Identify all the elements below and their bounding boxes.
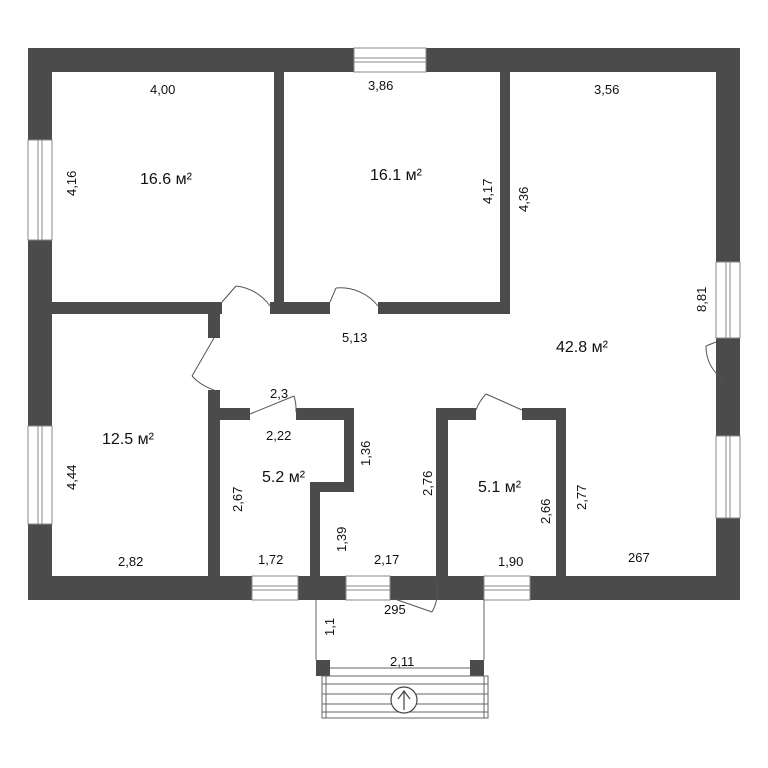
window-bottom-mid: [345, 575, 391, 601]
window-bottom-left: [251, 575, 299, 601]
dim-bath-a-step: 1,36: [358, 441, 373, 466]
dim-hall-top-width: 3,56: [594, 82, 619, 97]
windows: [27, 47, 741, 601]
dim-bath-b-width: 1,90: [498, 554, 523, 569]
wall-horizontal-mid-b: [378, 302, 510, 314]
door-right-exterior: [705, 341, 725, 381]
window-top: [353, 47, 427, 73]
bath-b-wall-left: [436, 408, 448, 580]
dim-corridor-bottom: 295: [384, 602, 406, 617]
dim-top-middle-height: 4,17: [480, 179, 495, 204]
dim-bottom-left-height: 4,44: [64, 465, 79, 490]
dim-hall-bottom: 267: [628, 550, 650, 565]
dim-corridor-width: 2,17: [374, 552, 399, 567]
wall-top-divider-1: [274, 72, 284, 308]
dim-porch-depth: 1,1: [322, 618, 337, 636]
room-areas: 16.6 м² 16.1 м² 42.8 м² 12.5 м² 5.2 м² 5…: [102, 167, 609, 496]
window-left-upper: [27, 139, 53, 241]
bath-a-wall-top-left: [208, 408, 250, 420]
dim-bath-a-width: 2,22: [266, 428, 291, 443]
window-left-lower: [27, 425, 53, 525]
dim-hall-wall-height: 4,36: [516, 187, 531, 212]
dim-hall-right-side: 8,81: [694, 287, 709, 312]
area-room-top-middle: 16.1 м²: [370, 167, 423, 184]
dim-bath-a-bottom: 1,72: [258, 552, 283, 567]
door-entrance: [391, 579, 438, 613]
dim-bath-a-step-b: 1,39: [334, 527, 349, 552]
porch-post-left: [316, 660, 330, 676]
bath-a-wall-left: [208, 390, 220, 580]
door-bathroom-b: [475, 393, 523, 411]
bath-b-wall-top-right: [522, 408, 566, 420]
dim-top-middle-width: 3,86: [368, 78, 393, 93]
dim-hall-inner-height: 2,77: [574, 485, 589, 510]
window-right-upper: [715, 261, 741, 339]
bath-b-wall-right: [556, 408, 566, 580]
wall-horizontal-mid-a: [270, 302, 330, 314]
wall-top-divider-2: [500, 72, 510, 308]
area-bathroom-b: 5.1 м²: [478, 479, 522, 496]
dimensions: 4,00 3,86 3,56 4,16 4,17 4,36 8,81 5,13 …: [64, 78, 709, 669]
dim-bath-b-height: 2,66: [538, 499, 553, 524]
dim-corridor-height: 2,76: [420, 471, 435, 496]
door-bottom-left-room: [191, 337, 215, 391]
door-top-middle-room: [329, 287, 379, 307]
entrance-arrow-icon: [390, 686, 418, 714]
area-living-hall: 42.8 м²: [556, 339, 609, 356]
dim-top-left-width: 4,00: [150, 82, 175, 97]
dim-bottom-left-width: 2,82: [118, 554, 143, 569]
window-right-lower: [715, 435, 741, 519]
bath-a-wall-right-upper: [344, 408, 354, 492]
dim-hall-width: 5,13: [342, 330, 367, 345]
dim-bath-a-door: 2,3: [270, 386, 288, 401]
porch-post-right: [470, 660, 484, 676]
bath-a-wall-step: [310, 482, 354, 492]
bath-a-wall-top-right: [296, 408, 354, 420]
window-bottom-right: [483, 575, 531, 601]
outer-walls: [28, 48, 740, 600]
door-bathroom-a: [249, 395, 297, 415]
area-room-top-left: 16.6 м²: [140, 171, 193, 188]
wall-horizontal-left: [52, 302, 222, 314]
door-top-left-room: [221, 285, 271, 307]
area-bathroom-a: 5.2 м²: [262, 469, 306, 486]
dim-top-left-height: 4,16: [64, 171, 79, 196]
bath-b-wall-top-left: [436, 408, 476, 420]
right-wall-pier: [716, 380, 740, 436]
doors: [191, 285, 725, 613]
bath-a-wall-right-lower: [310, 482, 320, 580]
dim-porch-width: 2,11: [390, 654, 414, 669]
interior-walls: [52, 72, 740, 580]
wall-stub-left: [208, 314, 220, 338]
dim-bath-a-height: 2,67: [230, 487, 245, 512]
area-room-bottom-left: 12.5 м²: [102, 431, 155, 448]
porch: [315, 600, 489, 719]
